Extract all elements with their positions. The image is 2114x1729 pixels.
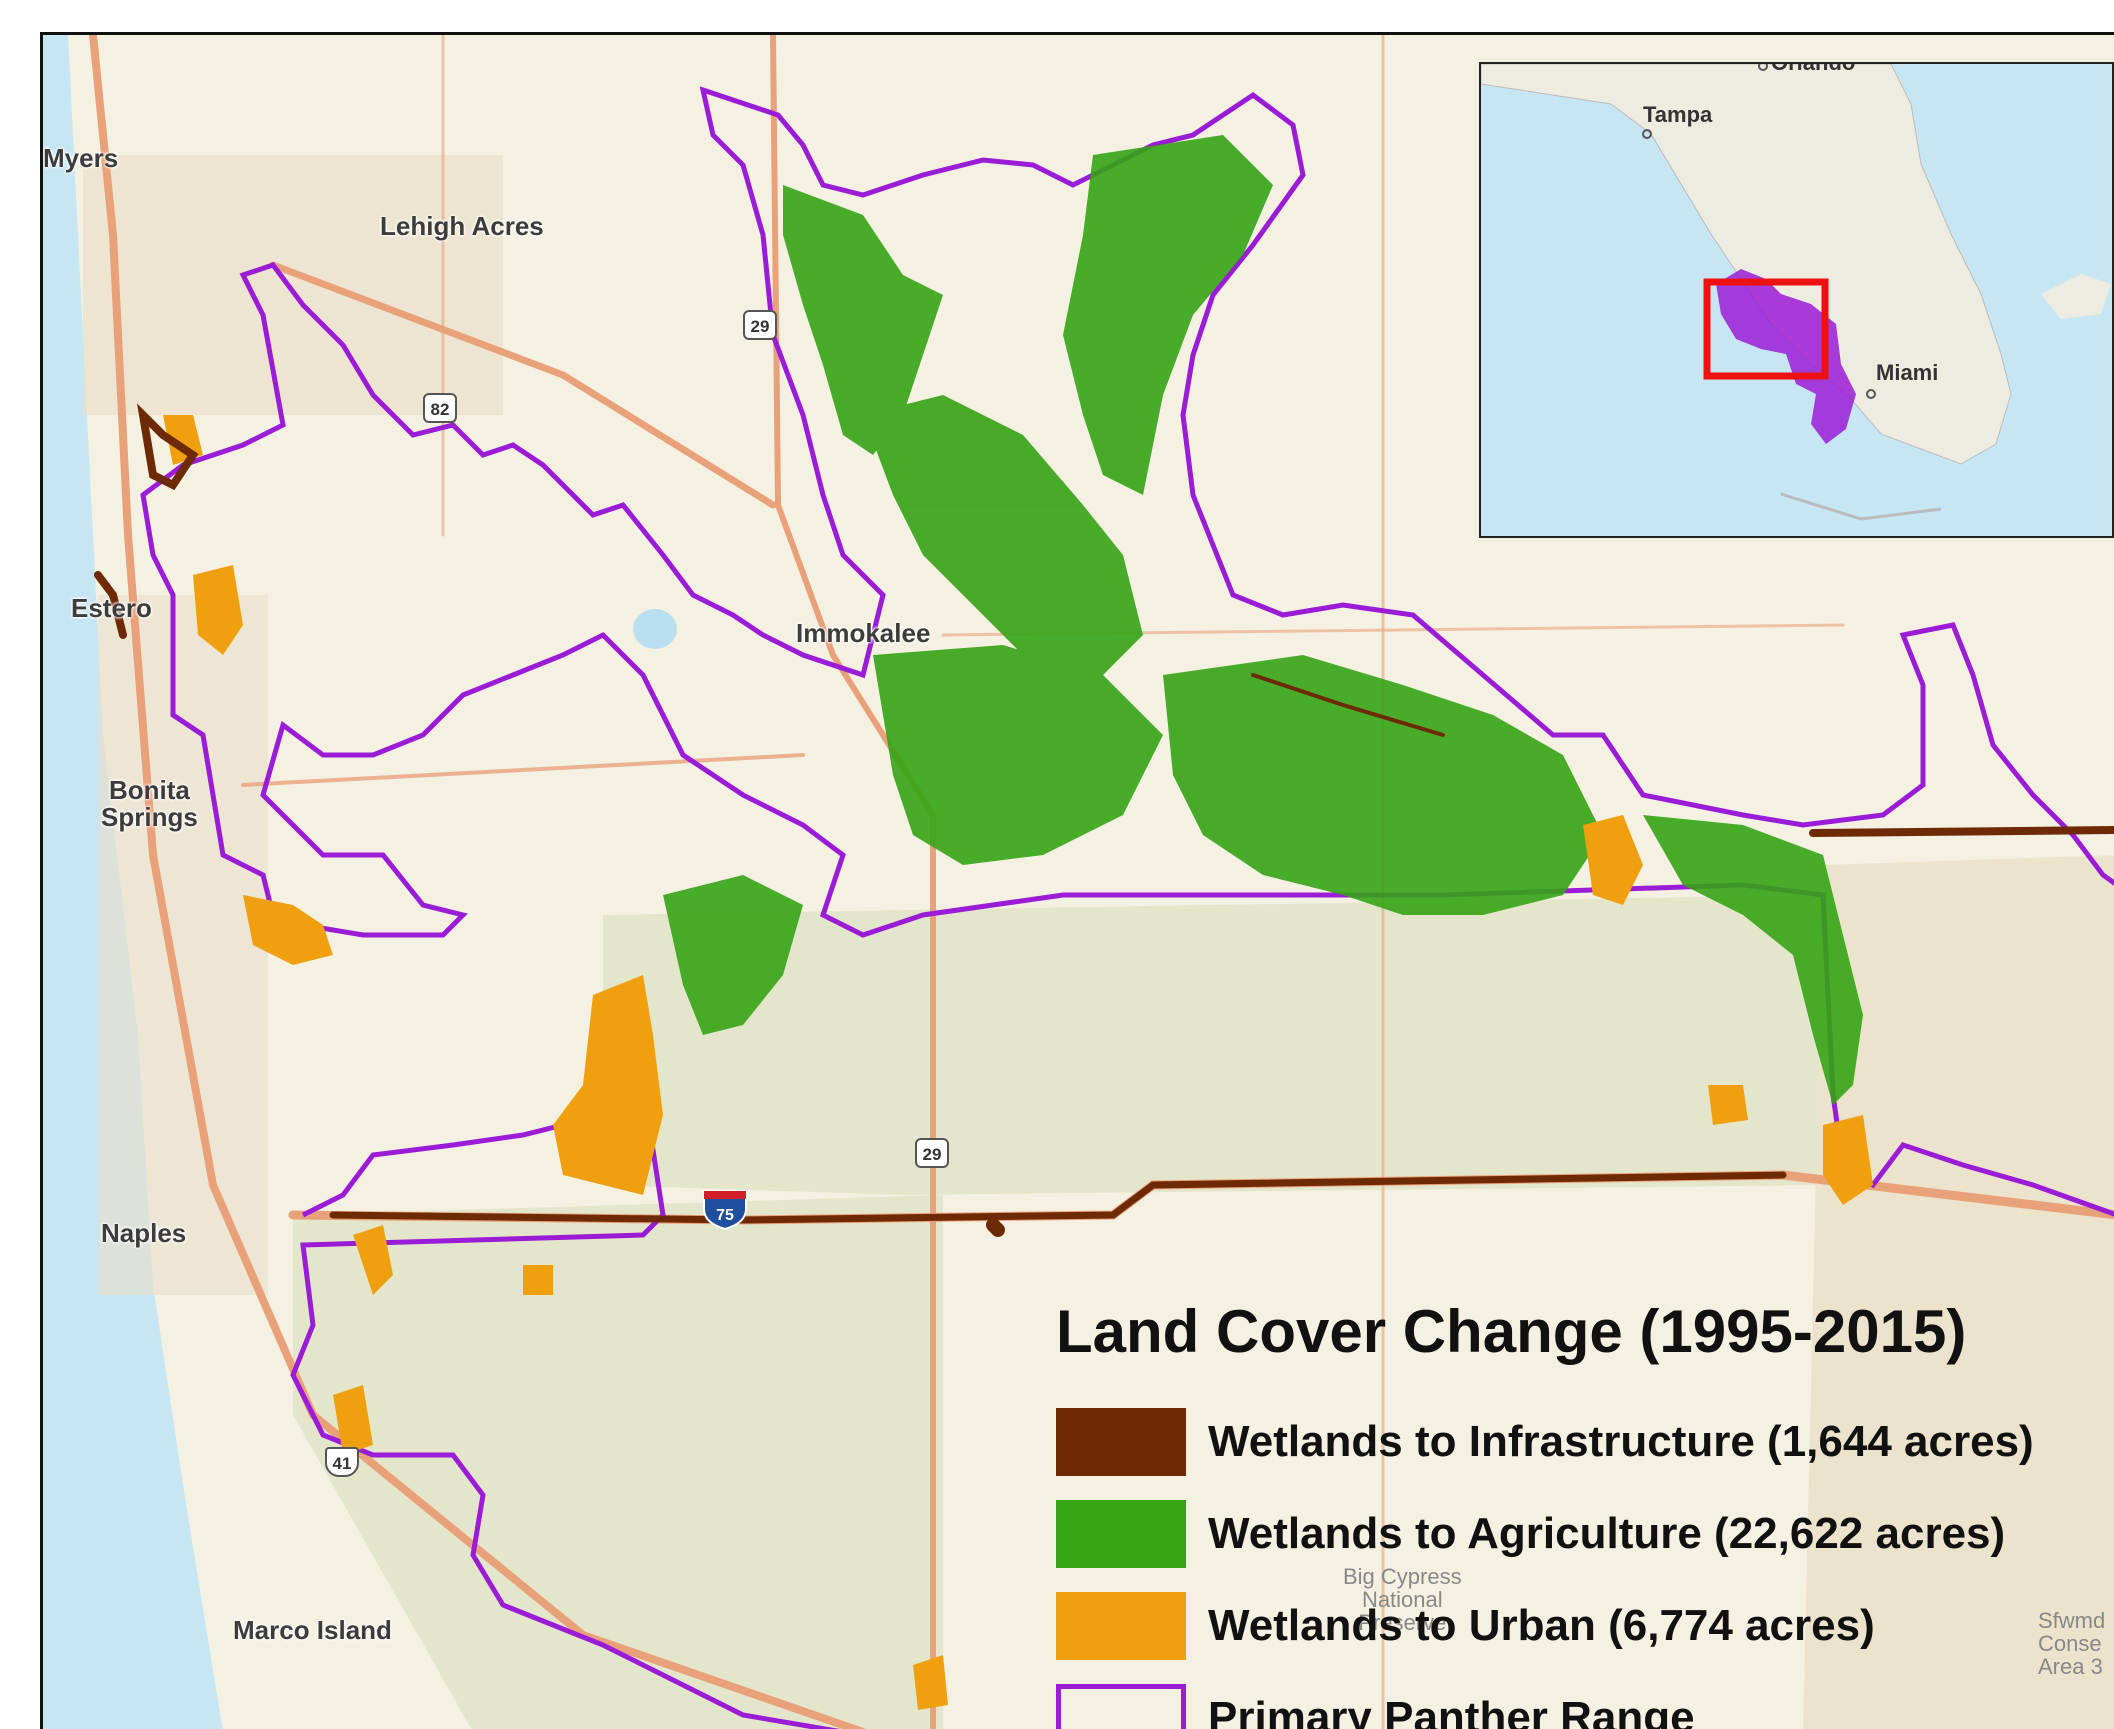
infrastructure-change-lines [94,403,2114,1237]
protected-land-picayune [293,1195,943,1729]
inset-bahamas [2041,274,2111,319]
place-label-lehigh-acres: Lehigh Acres [380,211,544,241]
protected-land-conservation-area [1803,855,2114,1729]
place-label-bonita-springs: Bonita Springs [101,775,198,833]
protected-land-big-cypress [603,895,1833,1195]
lake-trafford [633,609,677,649]
inset-label-miami: Miami [1876,360,1939,385]
place-label-big-cypress: Big Cypress National Preserve [1343,1565,1462,1634]
inset-label-tampa: Tampa [1643,102,1713,127]
road-shield-sr29-north: 29 [743,310,777,340]
place-label-big-cypress-line3: Preserve [1358,1610,1447,1636]
place-label-sfwmd-line2: Conse [2038,1631,2102,1657]
inset-keys [1780,492,1942,521]
legend-item-panther-range: Primary Panther Range [1056,1672,2034,1729]
legend-item-agriculture: Wetlands to Agriculture (22,622 acres) [1056,1488,2034,1580]
place-label-sfwmd: Sfwmd Conse Area 3 [2038,1609,2105,1678]
inset-miami-marker [1866,389,1876,399]
legend-item-urban: Wetlands to Urban (6,774 acres) [1056,1580,2034,1672]
road-shield-i75-label: 75 [716,1207,734,1224]
urban-area-naples [98,595,268,1295]
inset-orlando-marker [1758,64,1768,71]
locator-inset-map: Orlando Tampa Miami [1479,62,2114,538]
legend-label-urban: Wetlands to Urban (6,774 acres) [1208,1601,1875,1650]
urban-change-patches [163,415,1873,1710]
place-label-big-cypress-line1: Big Cypress [1343,1564,1462,1589]
place-label-marco-island: Marco Island [233,1615,392,1645]
inset-tampa-marker [1642,129,1652,139]
place-label-bonita-line2: Springs [101,802,198,833]
road-shield-sr82: 82 [423,393,457,423]
legend-label-infrastructure: Wetlands to Infrastructure (1,644 acres) [1208,1417,2034,1466]
road-shield-i75: 75 [700,1187,750,1231]
panther-range-outline-south [290,1080,841,1729]
place-label-sfwmd-line3: Area 3 [2038,1654,2103,1680]
road-shield-sr29-south: 29 [915,1138,949,1168]
basemap [43,35,2114,1729]
legend-swatch-agriculture [1056,1500,1186,1568]
inset-florida-land [1481,64,2012,465]
legend-title: Land Cover Change (1995-2015) [1056,1298,1967,1365]
interstate-shield-icon [703,1190,747,1231]
legend-label-panther-range: Primary Panther Range [1208,1693,1695,1729]
road-shield-us41: 41 [325,1447,359,1477]
legend-label-agriculture: Wetlands to Agriculture (22,622 acres) [1208,1509,2006,1558]
inset-study-area-box [1703,278,1829,380]
place-label-sfwmd-line1: Sfwmd [2038,1608,2106,1633]
gulf-water [43,35,223,1729]
legend-swatch-panther-range [1056,1684,1186,1729]
place-label-immokalee: Immokalee [796,618,931,648]
legend: Land Cover Change (1995-2015) Wetlands t… [1056,1297,2034,1729]
place-label-big-cypress-line2: National [1361,1587,1443,1613]
panther-range-outline [140,86,2114,1217]
legend-swatch-infrastructure [1056,1408,1186,1476]
place-label-myers: Myers [43,143,119,173]
legend-swatch-urban [1056,1592,1186,1660]
inset-label-orlando: Orlando [1771,62,1856,75]
urban-area-fort-myers [83,155,503,415]
place-label-naples: Naples [101,1218,187,1248]
place-label-bonita-line1: Bonita [108,775,190,805]
inset-panther-range [1716,269,1856,444]
place-label-estero: Estero [71,593,152,623]
inset-florida-shape [1481,64,2111,521]
legend-item-infrastructure: Wetlands to Infrastructure (1,644 acres) [1056,1396,2034,1488]
agriculture-change-patches [663,135,1863,1105]
